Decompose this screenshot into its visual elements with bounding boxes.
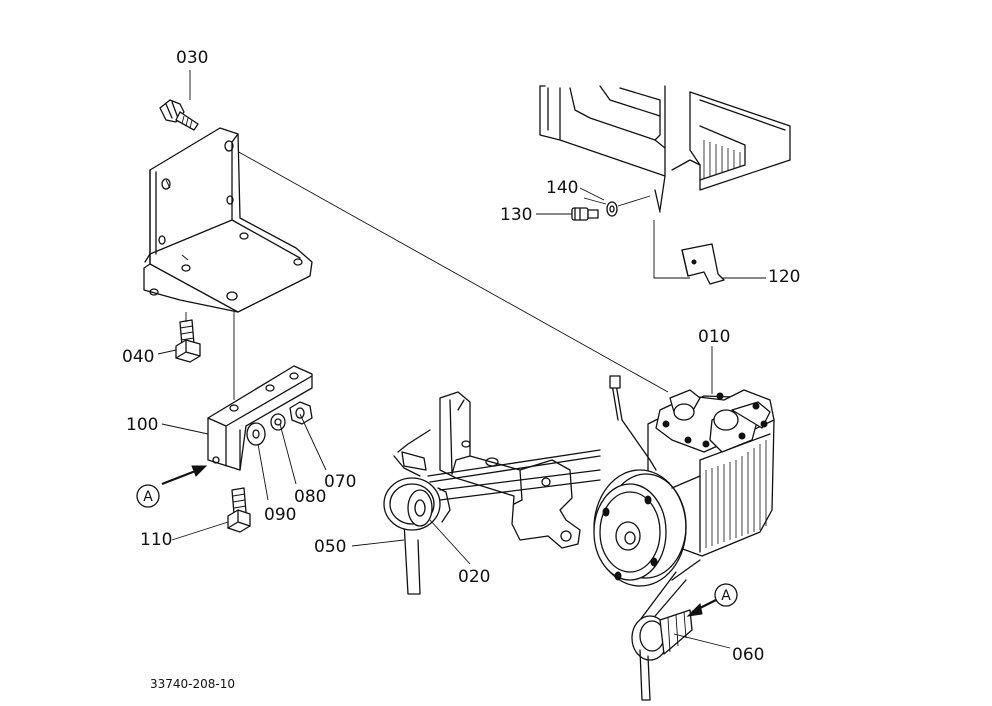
compressor-010 <box>593 375 775 587</box>
svg-text:A: A <box>721 588 731 604</box>
label-100: 100 <box>126 415 158 435</box>
bolt-040 <box>175 312 201 363</box>
label-090: 090 <box>264 505 296 525</box>
bolt-030 <box>159 99 199 131</box>
washer-090 <box>246 422 266 446</box>
svg-text:A: A <box>143 489 153 505</box>
reference-arrow-right <box>686 599 717 617</box>
label-030: 030 <box>176 48 208 68</box>
label-010: 010 <box>698 327 730 347</box>
clip-120 <box>681 243 725 285</box>
drawing-number: 33740-208-10 <box>150 677 235 691</box>
cab-frame-panel <box>539 85 791 213</box>
label-020: 020 <box>458 567 490 587</box>
label-050: 050 <box>314 537 346 557</box>
label-130: 130 <box>500 205 532 225</box>
label-070: 070 <box>324 472 356 492</box>
reference-marker-a-right: A <box>714 583 738 607</box>
leader-lines <box>157 70 766 649</box>
idler-pulley-020 <box>383 477 451 531</box>
label-080: 080 <box>294 487 326 507</box>
v-belt-050 <box>393 429 601 595</box>
bolt-130-washer-140 <box>538 195 690 279</box>
v-belt-060 <box>631 571 693 701</box>
reference-arrow-left <box>161 465 208 486</box>
label-110: 110 <box>140 530 172 550</box>
mounting-bracket <box>143 127 313 313</box>
label-120: 120 <box>768 267 800 287</box>
nut-070 <box>289 401 313 425</box>
label-060: 060 <box>732 645 764 665</box>
label-040: 040 <box>122 347 154 367</box>
bracket-100 <box>207 365 313 471</box>
washer-080 <box>270 413 286 431</box>
bolt-110 <box>227 487 251 533</box>
label-140: 140 <box>546 178 578 198</box>
assembly-line-030 <box>227 145 669 393</box>
reference-marker-a-left: A <box>136 484 160 508</box>
